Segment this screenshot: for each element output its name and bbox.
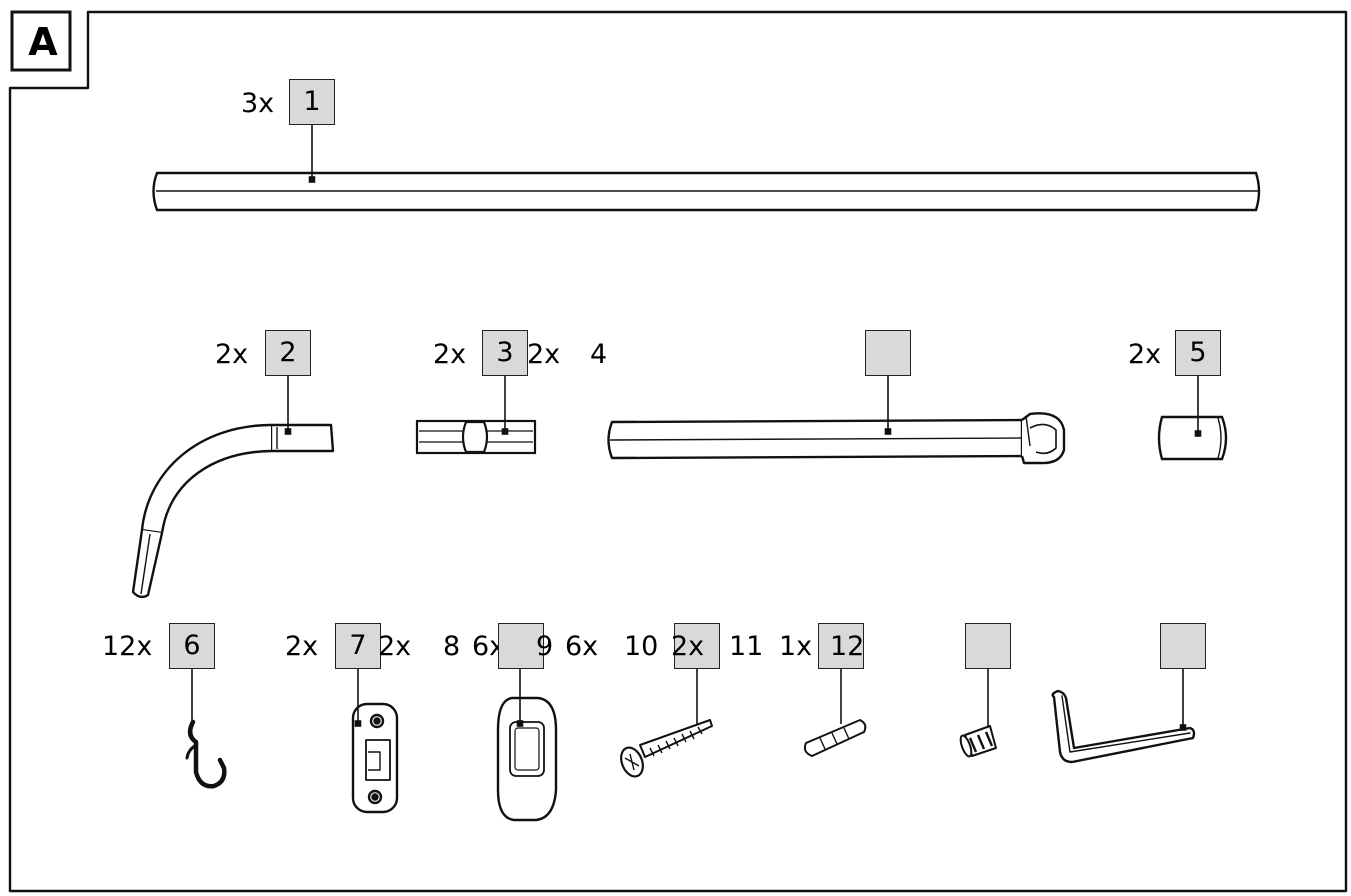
part-10-quantity: 6x bbox=[565, 631, 599, 662]
part-4-number-box bbox=[865, 330, 911, 376]
part-8-quantity: 2x bbox=[378, 631, 412, 662]
leader-12 bbox=[1179, 669, 1187, 731]
leader-4 bbox=[884, 375, 892, 435]
part-10-number: 10 bbox=[624, 631, 659, 662]
part-4-quantity: 2x bbox=[527, 339, 561, 370]
part-6-quantity: 12x bbox=[102, 631, 153, 662]
part-6-number-box: 6 bbox=[169, 623, 215, 669]
part-2-quantity: 2x bbox=[215, 339, 249, 370]
leader-2 bbox=[284, 375, 292, 435]
part-5-quantity: 2x bbox=[1128, 339, 1162, 370]
part-4-rod-with-bracket bbox=[607, 412, 1066, 465]
part-8-bracket-cover bbox=[496, 696, 558, 822]
part-12-number-box bbox=[1160, 623, 1206, 669]
part-1-quantity: 3x bbox=[241, 88, 275, 119]
part-1-number-box: 1 bbox=[289, 79, 335, 125]
part-12-quantity: 1x bbox=[779, 631, 813, 662]
part-10-wall-plug bbox=[803, 719, 867, 757]
part-9-number-box bbox=[674, 623, 720, 669]
part-5-end-cap bbox=[1157, 415, 1228, 461]
part-5-number-box: 5 bbox=[1175, 330, 1221, 376]
panel-letter-box bbox=[10, 10, 72, 72]
part-10-number-box bbox=[818, 623, 864, 669]
part-8-number: 8 bbox=[443, 631, 461, 662]
part-12-number: 12 bbox=[830, 631, 865, 662]
part-3-connector bbox=[415, 419, 537, 455]
part-11-number-box bbox=[965, 623, 1011, 669]
part-7-wall-bracket bbox=[351, 702, 399, 814]
part-8-number-box bbox=[498, 623, 544, 669]
part-3-quantity: 2x bbox=[433, 339, 467, 370]
part-6-hook bbox=[185, 719, 227, 789]
part-1-rail bbox=[152, 171, 1261, 212]
part-7-number-box: 7 bbox=[335, 623, 381, 669]
part-9-screw bbox=[620, 719, 713, 778]
part-11-threaded-insert bbox=[959, 725, 997, 758]
part-2-curved-corner bbox=[131, 423, 335, 599]
leader-7 bbox=[354, 669, 362, 727]
leader-5 bbox=[1194, 375, 1202, 437]
part-7-quantity: 2x bbox=[285, 631, 319, 662]
leader-8 bbox=[516, 669, 524, 727]
part-12-hex-key bbox=[1051, 689, 1196, 764]
part-2-number-box: 2 bbox=[265, 330, 311, 376]
part-11-number: 11 bbox=[729, 631, 764, 662]
part-11-quantity: 2x bbox=[671, 631, 705, 662]
part-9-number: 9 bbox=[536, 631, 554, 662]
panel-letter: A bbox=[28, 20, 58, 64]
leader-1 bbox=[308, 125, 316, 183]
leader-3 bbox=[501, 375, 509, 435]
part-4-number: 4 bbox=[590, 339, 608, 370]
part-3-number-box: 3 bbox=[482, 330, 528, 376]
